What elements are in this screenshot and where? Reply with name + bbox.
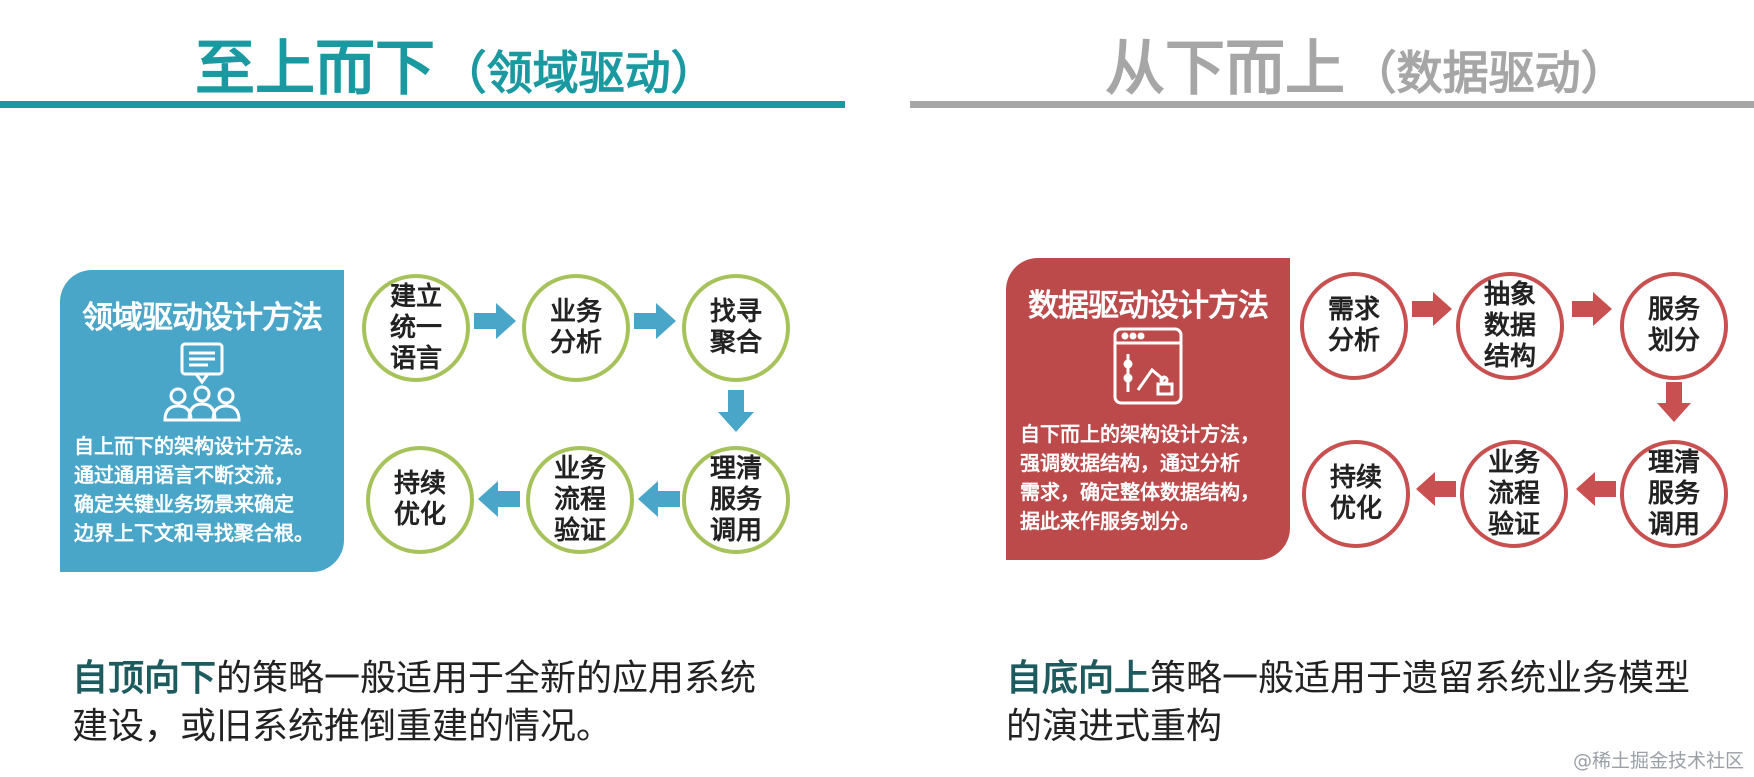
right-step-1: 需求 分析 [1300,272,1408,380]
arrow-left-icon [478,481,520,517]
right-step-3: 服务 划分 [1620,272,1728,380]
right-panel-title: 数据驱动设计方法 [1028,288,1269,324]
left-title-sub: （领域驱动） [440,46,717,100]
left-title: 至上而下 （领域驱动） [195,20,717,107]
left-caption-text: 的策略一般适用于全新的应用系统建设，或旧系统推倒重建的情况。 [72,658,757,747]
arrow-left-icon [638,481,680,517]
right-title-main: 从下而上 [1105,34,1345,104]
right-step-5: 业务 流程 验证 [1460,440,1568,548]
arrow-right-icon [1412,292,1452,326]
arrow-down-icon [1657,382,1691,422]
left-caption-bold: 自顶向下 [72,658,217,699]
arrow-left-icon [1576,472,1616,506]
right-caption-text: 策略一般适用于遗留系统业务模型的演进式重构 [1006,658,1691,747]
arrow-left-icon [1416,472,1456,506]
arrow-right-icon [1572,292,1612,326]
right-caption: 自底向上策略一般适用于遗留系统业务模型的演进式重构 [1006,655,1706,751]
data-chart-window-icon [1112,326,1184,410]
arrow-right-icon [634,303,676,339]
left-step-3: 找寻 聚合 [682,274,790,382]
left-method-panel: 领域驱动设计方法 自上而下的架构设计方法。 通过通用语言不断交流， 确定关键业务… [60,270,344,572]
right-caption-bold: 自底向上 [1006,658,1151,699]
left-step-6: 持续 优化 [366,446,474,554]
left-step-2: 业务 分析 [522,274,630,382]
right-title-underline [910,101,1754,108]
arrow-right-icon [474,303,516,339]
arrow-down-icon [718,390,754,432]
left-step-1: 建立 统一 语言 [362,274,470,382]
right-title-sub: （数据驱动） [1350,46,1627,100]
right-method-panel: 数据驱动设计方法 自下而上的架构设计方法， 强调数据结构，通过分析 需求，确定整… [1006,258,1290,560]
watermark: @稀土掘金技术社区 [1572,750,1744,772]
left-title-main: 至上而下 [195,34,435,104]
left-title-underline [0,101,845,108]
right-step-2: 抽象 数据 结构 [1456,272,1564,380]
right-step-6: 持续 优化 [1302,440,1410,548]
right-panel-description: 自下而上的架构设计方法， 强调数据结构，通过分析 需求，确定整体数据结构， 据此… [1020,422,1260,533]
left-step-4: 理清 服务 调用 [682,446,790,554]
left-caption: 自顶向下的策略一般适用于全新的应用系统建设，或旧系统推倒重建的情况。 [72,655,772,751]
right-title: 从下而上 （数据驱动） [1105,20,1627,107]
right-step-4: 理清 服务 调用 [1620,440,1728,548]
left-panel-title: 领域驱动设计方法 [82,300,323,336]
left-panel-description: 自上而下的架构设计方法。 通过通用语言不断交流， 确定关键业务场景来确定 边界上… [74,434,314,545]
team-chat-icon [162,340,242,430]
left-step-5: 业务 流程 验证 [526,446,634,554]
